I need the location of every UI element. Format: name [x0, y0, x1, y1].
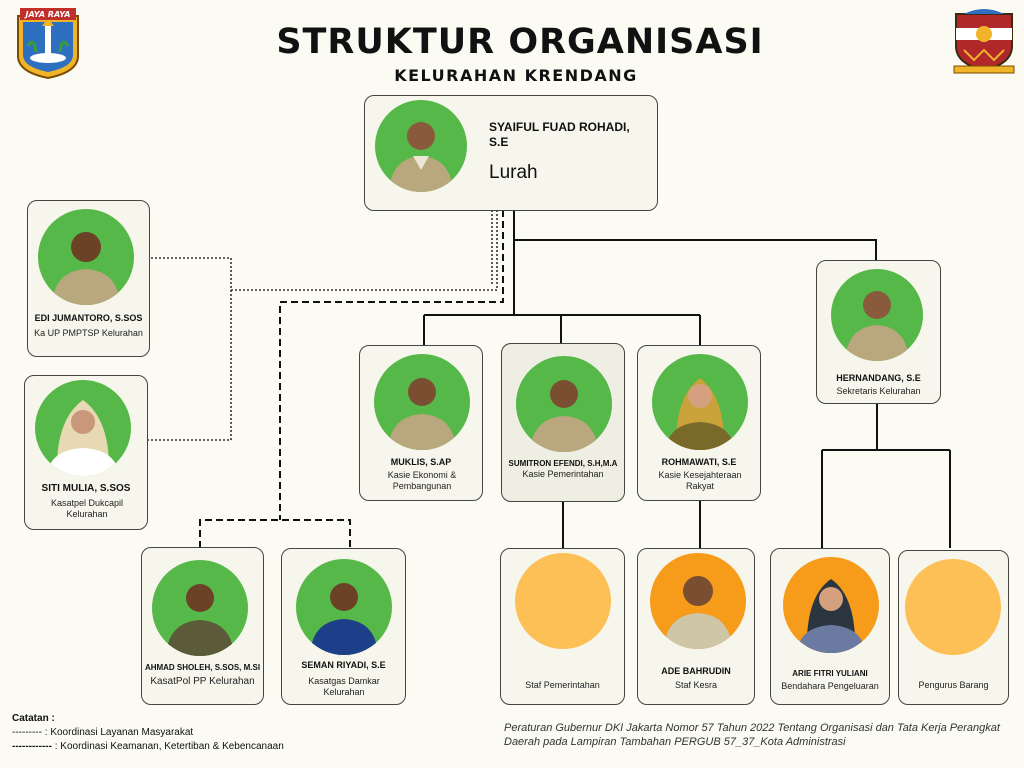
person-name: SUMITRON EFENDI, S.H,M.A	[508, 459, 618, 468]
person-photo	[783, 557, 879, 653]
person-photo	[152, 560, 248, 656]
regulation-reference: Peraturan Gubernur DKI Jakarta Nomor 57 …	[504, 722, 1000, 748]
person-photo	[374, 354, 470, 450]
person-role: KasatPol PP Kelurahan	[150, 676, 255, 687]
person-role: Kasatgas Damkar Kelurahan	[308, 676, 380, 697]
legend-notes: Catatan : --------- : Koordinasi Layanan…	[12, 712, 284, 754]
legend-item: ------------ : Koordinasi Keamanan, Kete…	[12, 740, 284, 754]
person-role: Ka UP PMPTSP Kelurahan	[34, 328, 143, 338]
person-icon	[389, 122, 453, 192]
coordination-card: EDI JUMANTORO, S.SOS Ka UP PMPTSP Kelura…	[27, 200, 150, 357]
jakarta-emblem-logo: JAYA RAYA	[14, 6, 82, 80]
person-icon	[47, 400, 119, 476]
person-name: SITI MULIA, S.SOS	[41, 483, 131, 494]
lurah-role: Lurah	[489, 162, 538, 183]
person-icon	[664, 576, 732, 649]
person-photo	[38, 209, 134, 305]
legend-item: --------- : Koordinasi Layanan Masyaraka…	[12, 726, 284, 740]
person-name: ARIE FITRI YULIANI	[792, 669, 868, 678]
person-photo	[831, 269, 923, 361]
legend-text: : Koordinasi Keamanan, Ketertiban & Kebe…	[54, 741, 284, 752]
person-name: MUKLIS, S.AP	[390, 457, 452, 467]
person-name: HERNANDANG, S.E	[836, 373, 921, 383]
lurah-name: SYAIFUL FUAD ROHADI, S.E	[489, 120, 630, 149]
logo-text: JAYA RAYA	[24, 10, 71, 19]
person-icon	[797, 579, 865, 653]
staff-card: Pengurus Barang	[898, 550, 1009, 705]
lurah-photo	[375, 100, 467, 192]
service-coordination-lines	[148, 210, 498, 441]
security-card: AHMAD SHOLEH, S.SOS, M.SI KasatPol PP Ke…	[141, 547, 264, 705]
person-name: ADE BAHRUDIN	[661, 666, 731, 676]
person-name: EDI JUMANTORO, S.SOS	[34, 313, 143, 323]
security-coordination-lines	[199, 210, 504, 548]
person-role: Sekretaris Kelurahan	[836, 386, 921, 396]
person-icon	[166, 584, 234, 656]
person-name: ROHMAWATI, S.E	[661, 457, 737, 467]
legend-text: : Koordinasi Layanan Masyarakat	[44, 727, 194, 738]
person-role: Pengurus Barang	[918, 680, 989, 690]
person-icon	[666, 378, 734, 450]
person-role: Kasie Ekonomi & Pembangunan	[387, 470, 457, 491]
person-role: Staf Kesra	[674, 680, 718, 690]
person-photo	[35, 380, 131, 476]
person-role: Kasie Pemerintahan	[522, 469, 604, 479]
person-photo	[516, 356, 612, 452]
page-title: STRUKTUR ORGANISASI	[276, 22, 764, 62]
legend-symbol-dotted: ---------	[12, 727, 42, 738]
person-icon	[530, 380, 598, 452]
security-card: SEMAN RIYADI, S.E Kasatgas Damkar Kelura…	[281, 548, 406, 705]
person-photo	[652, 354, 748, 450]
person-icon	[52, 232, 120, 305]
person-role: Kasatpel Dukcapil Kelurahan	[50, 498, 124, 519]
staff-card: ADE BAHRUDIN Staf Kesra	[637, 548, 755, 705]
section-head-card: MUKLIS, S.AP Kasie Ekonomi & Pembangunan	[359, 345, 483, 501]
photo-placeholder	[515, 553, 611, 649]
person-icon	[310, 583, 378, 655]
secretary-card: HERNANDANG, S.E Sekretaris Kelurahan	[816, 260, 941, 404]
staff-card: Staf Pemerintahan	[500, 548, 625, 705]
person-photo	[296, 559, 392, 655]
page-subtitle: KELURAHAN KRENDANG	[394, 66, 638, 85]
section-head-card: ROHMAWATI, S.E Kasie Kesejahteraan Rakya…	[637, 345, 761, 501]
staff-card: ARIE FITRI YULIANI Bendahara Pengeluaran	[770, 548, 890, 705]
person-role: Kasie Kesejahteraan Rakyat	[658, 470, 742, 491]
section-head-card: SUMITRON EFENDI, S.H,M.A Kasie Pemerinta…	[501, 343, 625, 502]
lurah-card: SYAIFUL FUAD ROHADI, S.E Lurah	[364, 95, 658, 211]
person-role: Staf Pemerintahan	[525, 680, 600, 690]
legend-symbol-dashed: ------------	[12, 741, 52, 752]
notes-heading: Catatan :	[12, 713, 55, 724]
structural-lines	[423, 210, 951, 548]
coordination-card: SITI MULIA, S.SOS Kasatpel Dukcapil Kelu…	[24, 375, 148, 530]
photo-placeholder	[905, 559, 1001, 655]
person-role: Bendahara Pengeluaran	[781, 681, 879, 691]
person-icon	[388, 378, 456, 450]
person-icon	[845, 291, 909, 361]
person-name: AHMAD SHOLEH, S.SOS, M.SI	[144, 663, 261, 672]
municipal-crest-logo	[950, 6, 1018, 76]
person-photo	[650, 553, 746, 649]
person-name: SEMAN RIYADI, S.E	[301, 660, 386, 670]
